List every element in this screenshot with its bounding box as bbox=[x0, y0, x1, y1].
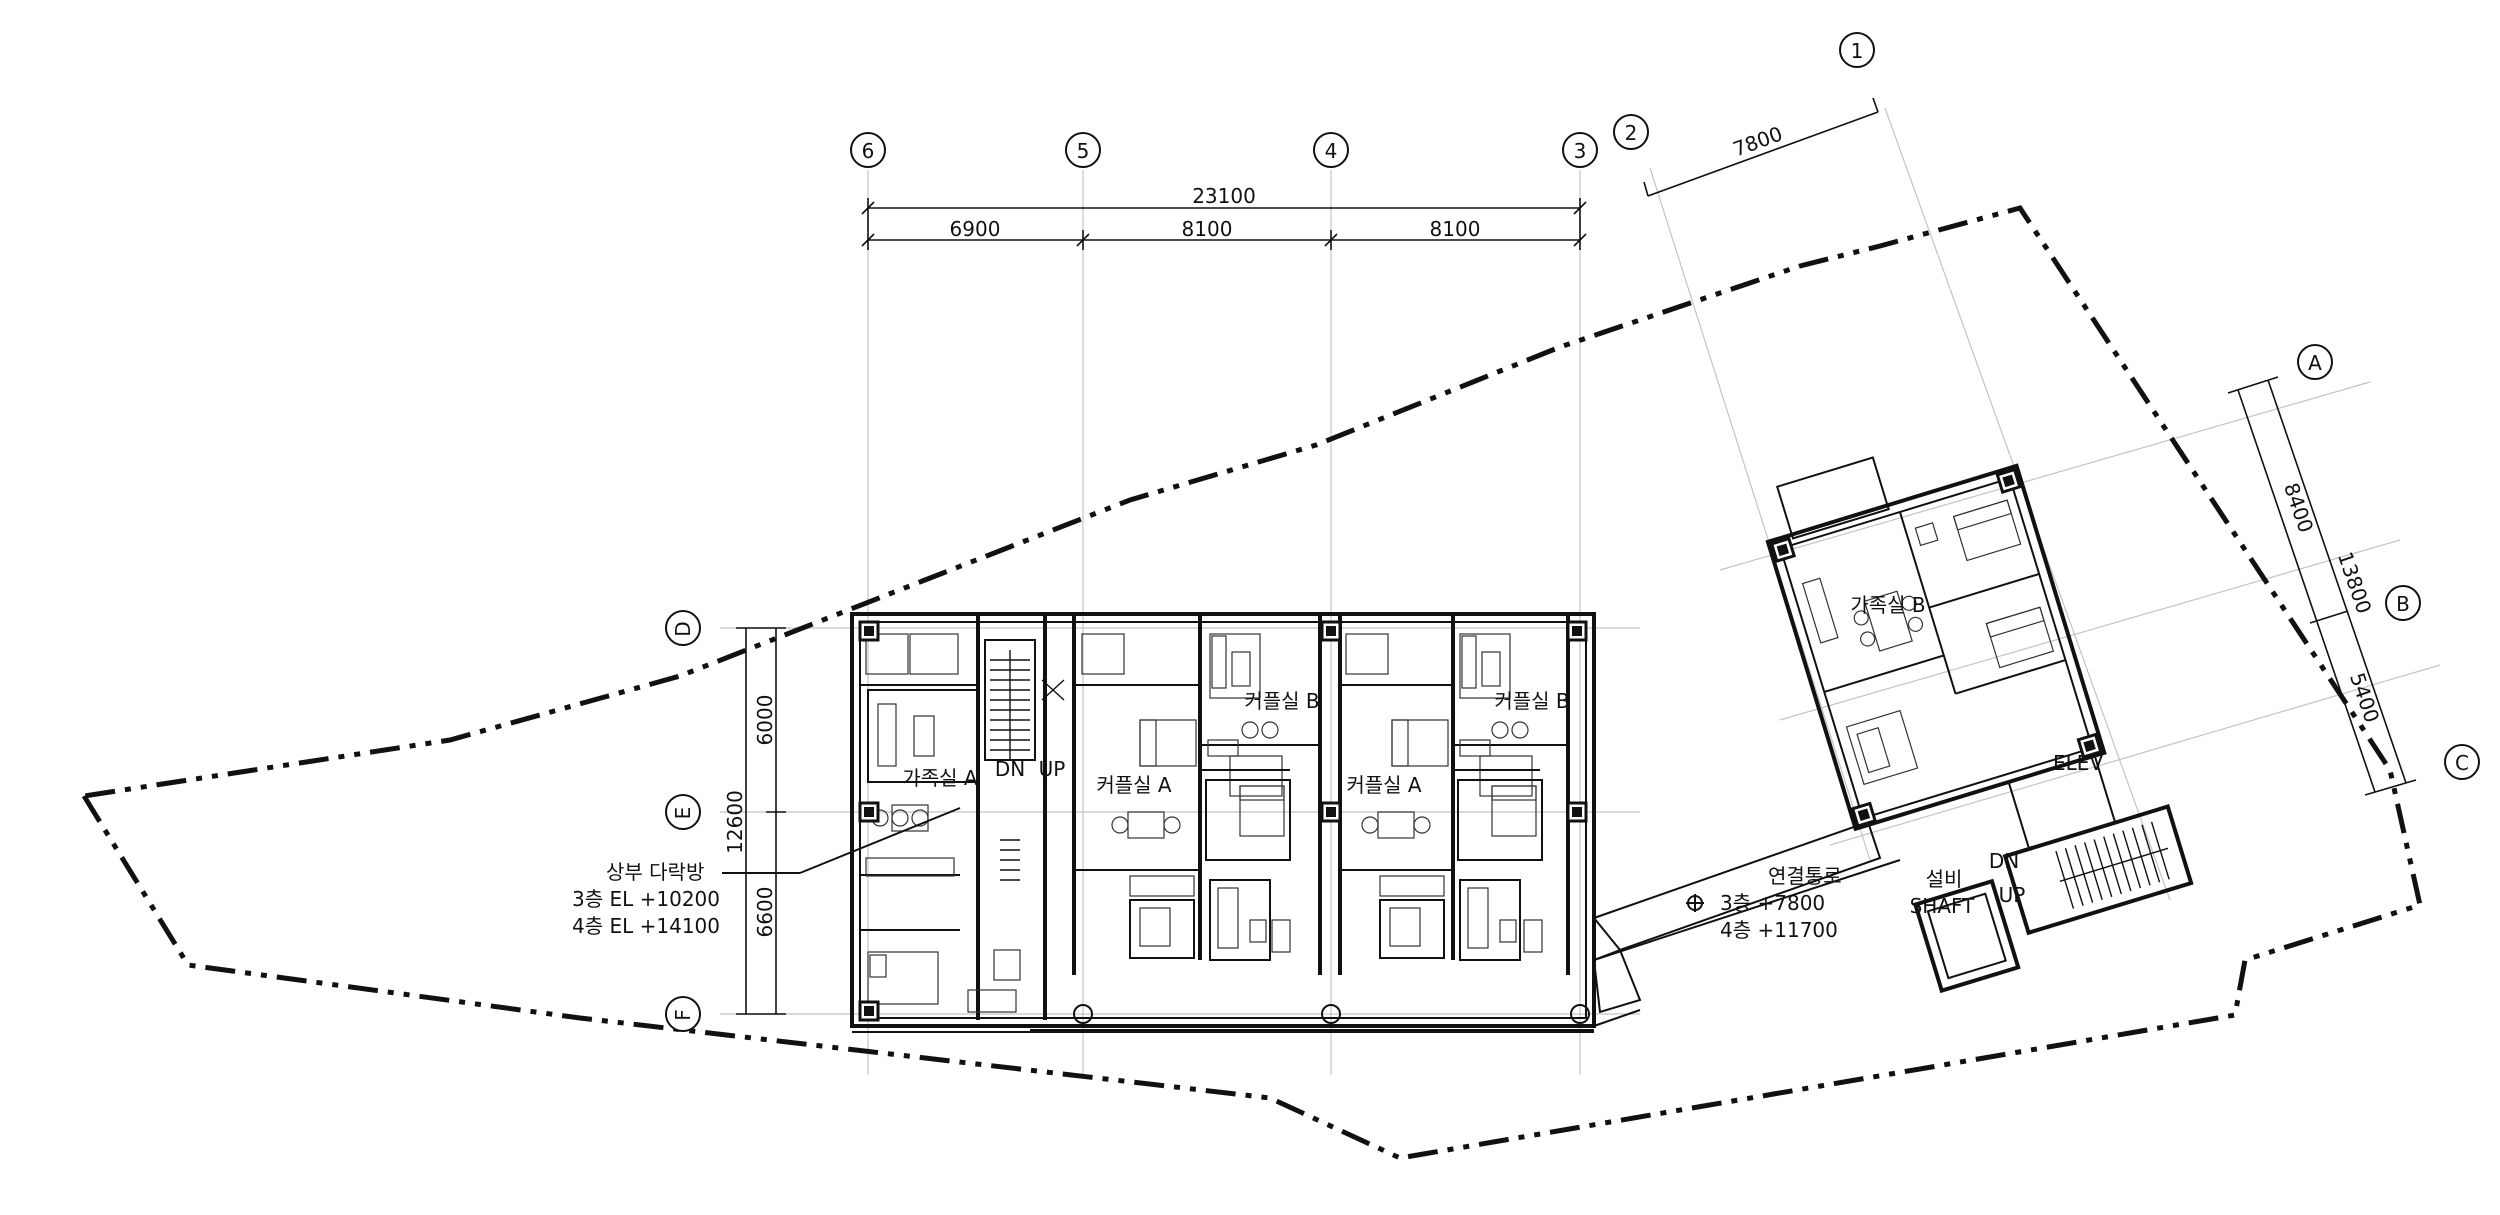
structural-columns bbox=[858, 620, 1588, 1022]
grid-label-e: E bbox=[671, 807, 695, 820]
east-building bbox=[1765, 456, 2194, 994]
dim-d-e: 6000 bbox=[753, 695, 777, 746]
grid-bubble-1: 1 bbox=[1839, 32, 1875, 68]
grid-bubble-e: E bbox=[665, 794, 701, 830]
dim-b-c: 5400 bbox=[2345, 670, 2384, 726]
grid-label-6: 6 bbox=[862, 139, 875, 163]
main-building: DN UP bbox=[850, 612, 1596, 1033]
dim-overall: 23100 bbox=[1192, 184, 1256, 208]
grid-bubble-4: 4 bbox=[1313, 132, 1349, 168]
dimension-a-c: 8400 5400 13800 bbox=[2227, 376, 2417, 796]
room-couple-a-2: 커플실 A bbox=[1346, 773, 1422, 797]
dim-5-4: 8100 bbox=[1182, 217, 1233, 241]
grid-bubble-d: D bbox=[665, 610, 701, 646]
dim-6-5: 6900 bbox=[950, 217, 1001, 241]
grid-bubble-b: B bbox=[2385, 585, 2421, 621]
site-boundary-line bbox=[79, 205, 2423, 1161]
grid-bubble-3: 3 bbox=[1562, 132, 1598, 168]
grid-bubble-a: A bbox=[2297, 344, 2333, 380]
dim-a-c: 13800 bbox=[2333, 549, 2376, 617]
dimension-2-1: 7800 bbox=[1643, 97, 1879, 197]
bridge-annotation: 연결통로 3층 +7800 4층 +11700 bbox=[1720, 864, 1842, 942]
bridge-4f-elevation: 4층 +11700 bbox=[1720, 918, 1838, 942]
loft-4f-elevation: 4층 EL +14100 bbox=[572, 914, 720, 938]
west-stair-up-label: UP bbox=[1039, 757, 1066, 781]
loft-annotation: 상부 다락방 3층 EL +10200 4층 EL +14100 bbox=[572, 807, 961, 938]
grid-label-a: A bbox=[2308, 351, 2322, 375]
room-couple-b-2: 커플실 B bbox=[1494, 689, 1569, 713]
dim-4-3: 8100 bbox=[1430, 217, 1481, 241]
grid-label-3: 3 bbox=[1574, 139, 1587, 163]
dimension-top: 23100 6900 8100 8100 bbox=[861, 184, 1587, 250]
grid-bubble-c: C bbox=[2444, 744, 2480, 780]
grid-label-1: 1 bbox=[1851, 39, 1864, 63]
east-stair-treads bbox=[2055, 821, 2170, 909]
dim-e-f: 6600 bbox=[753, 887, 777, 938]
grid-bubble-2: 2 bbox=[1613, 114, 1649, 150]
room-couple-a-1: 커플실 A bbox=[1096, 773, 1172, 797]
grid-label-4: 4 bbox=[1325, 139, 1338, 163]
grid-label-2: 2 bbox=[1625, 121, 1638, 145]
room-family-b: 가족실 B bbox=[1850, 593, 1925, 617]
room-couple-b-1: 커플실 B bbox=[1244, 689, 1319, 713]
elevator-label: ELEV bbox=[2053, 751, 2103, 775]
grid-bubble-f: F bbox=[665, 996, 701, 1032]
shaft-label-top: 설비 bbox=[1926, 867, 1963, 891]
grid-label-5: 5 bbox=[1077, 139, 1090, 163]
grid-label-f: F bbox=[671, 1009, 695, 1021]
east-stair-up-label: UP bbox=[1999, 883, 2026, 907]
grid-label-d: D bbox=[671, 621, 695, 636]
connecting-bridge bbox=[1592, 820, 1901, 1027]
loft-3f-elevation: 3층 EL +10200 bbox=[572, 887, 720, 911]
dim-d-f: 12600 bbox=[723, 790, 747, 854]
grid-label-b: B bbox=[2396, 592, 2410, 616]
east-stair-dn-label: DN bbox=[1989, 849, 2019, 873]
bridge-title: 연결통로 bbox=[1768, 864, 1842, 888]
bridge-3f-elevation: 3층 +7800 bbox=[1720, 891, 1825, 915]
grid-bubble-5: 5 bbox=[1065, 132, 1101, 168]
shaft-label-bottom: SHAFT bbox=[1910, 894, 1976, 918]
loft-title: 상부 다락방 bbox=[606, 860, 704, 884]
room-family-a: 가족실 A bbox=[902, 766, 978, 790]
west-stair-treads bbox=[990, 650, 1065, 881]
grid-bubble-6: 6 bbox=[850, 132, 886, 168]
dimension-d-f: 6000 6600 12600 bbox=[723, 627, 786, 1015]
grid-label-c: C bbox=[2455, 751, 2469, 775]
west-stair-dn-label: DN bbox=[995, 757, 1025, 781]
